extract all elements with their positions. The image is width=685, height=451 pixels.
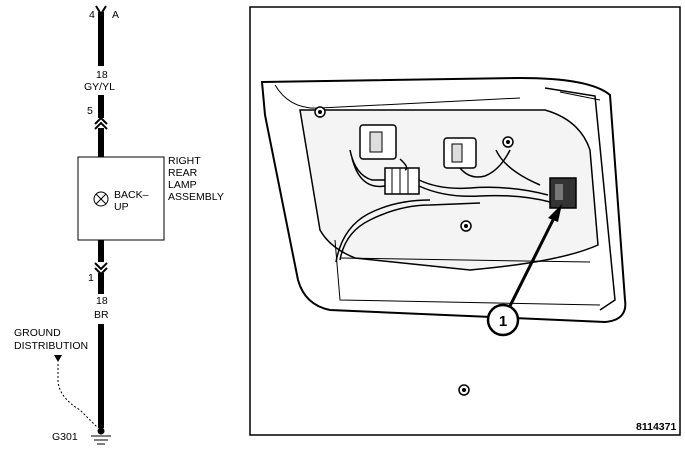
assembly-label-line4: ASSEMBLY xyxy=(168,191,224,203)
backup-lamp-connector xyxy=(549,177,577,209)
component-illustration: 1 8114371 xyxy=(249,6,681,436)
mounting-stud-icon xyxy=(458,384,470,396)
callout-arrowhead xyxy=(548,204,562,222)
top-pin-number: 4 xyxy=(89,9,95,21)
wire-color-bottom: BR xyxy=(94,309,109,321)
assembly-label-line2: REAR xyxy=(168,167,198,179)
bulb-socket-left xyxy=(359,124,397,160)
bulb-icon xyxy=(93,191,109,207)
bulb-socket-center xyxy=(443,137,477,169)
top-connector-id: A xyxy=(112,9,119,21)
lower-pin-number: 1 xyxy=(88,272,94,284)
callout-leader xyxy=(506,217,556,311)
callout-number: 1 xyxy=(499,313,507,330)
lamp-label-line1: BACK– xyxy=(114,189,149,201)
ground-label-line2: DISTRIBUTION xyxy=(14,340,88,352)
harness-connector xyxy=(384,167,420,195)
ground-dashed-lead xyxy=(57,364,99,429)
wiring-harness xyxy=(335,149,551,263)
wiring-schematic: 4 A 18 GY/YL 5 BACK– UP RIGHT REAR LAMP … xyxy=(14,5,224,445)
mounting-stud-icon xyxy=(460,220,472,232)
assembly-label-line1: RIGHT xyxy=(168,155,201,167)
assembly-label-line3: LAMP xyxy=(168,179,197,191)
lower-connector-symbol xyxy=(94,262,108,271)
figure-id: 8114371 xyxy=(636,421,676,433)
lamp-label-line2: UP xyxy=(114,201,129,213)
mounting-stud-icon xyxy=(314,106,326,118)
mounting-stud-icon xyxy=(502,136,514,148)
wire-gauge-bottom: 18 xyxy=(96,295,108,307)
ground-label-line1: GROUND xyxy=(14,327,61,339)
ground-symbol-icon xyxy=(91,427,111,445)
lamp-assembly-box xyxy=(77,156,165,241)
wire-gauge-top: 18 xyxy=(96,69,108,81)
ground-id: G301 xyxy=(52,431,78,443)
upper-connector-symbol xyxy=(94,116,108,125)
upper-pin-number: 5 xyxy=(87,105,93,117)
callout-circle xyxy=(486,303,520,337)
ground-arrow-icon xyxy=(54,355,62,362)
wire-color-top: GY/YL xyxy=(84,81,115,93)
